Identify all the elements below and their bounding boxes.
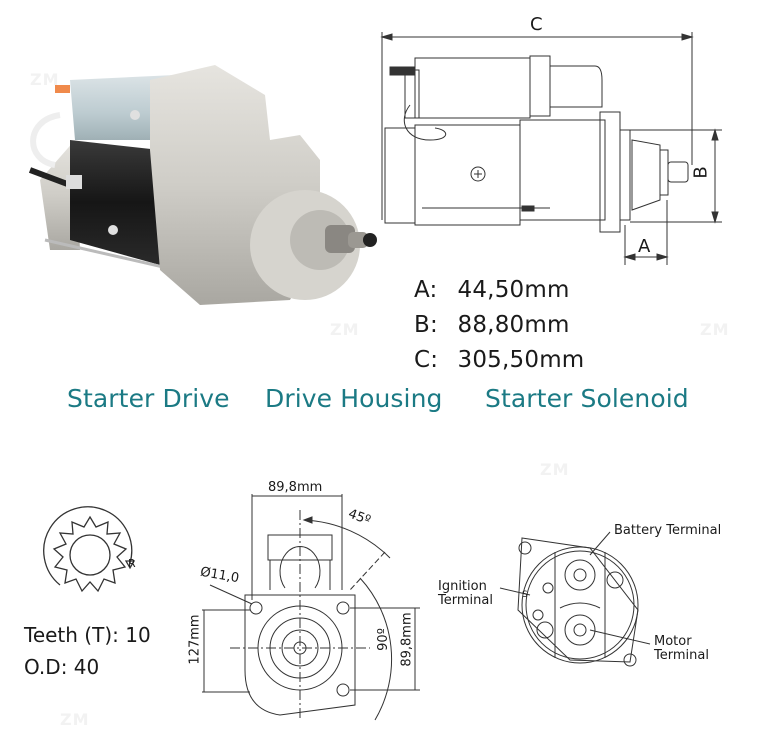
spec-key: C:: [414, 347, 439, 373]
dimension-b-label: B: [690, 166, 712, 179]
category-drive-housing: Drive Housing: [265, 384, 443, 413]
solenoid-terminal-drawing: [499, 531, 651, 667]
motor-terminal-label: Motor Terminal: [654, 635, 709, 663]
spec-key: B:: [414, 312, 438, 338]
teeth-count: Teeth (T): 10: [24, 623, 151, 647]
dimension-a-label: A: [638, 236, 651, 257]
watermark: ZM: [60, 710, 90, 729]
ignition-line2: Terminal: [438, 593, 493, 608]
height-127-label: 127mm: [187, 614, 203, 665]
spec-c: C: 305,50mm: [414, 347, 584, 373]
watermark: ZM: [540, 460, 570, 479]
spec-a: A: 44,50mm: [414, 277, 570, 303]
s-terminal-mark: S: [522, 590, 528, 600]
battery-terminal-label: Battery Terminal: [614, 523, 722, 538]
watermark: ZM: [30, 70, 60, 89]
watermark: ZM: [330, 320, 360, 339]
category-starter-drive: Starter Drive: [67, 384, 230, 413]
dimension-c-label: C: [530, 14, 543, 35]
ignition-line1: Ignition: [438, 579, 487, 594]
motor-line1: Motor: [654, 634, 692, 649]
side-view-drawing: [380, 32, 722, 265]
spec-value: 44,50mm: [457, 277, 570, 303]
spacing-label: 89,8mm: [399, 612, 415, 667]
spec-value: 88,80mm: [457, 312, 570, 338]
spec-b: B: 88,80mm: [414, 312, 570, 338]
spec-key: A:: [414, 277, 438, 303]
angle-90-label: 90º: [375, 628, 391, 651]
rotation-label: R: [128, 557, 136, 570]
outer-diameter: O.D: 40: [24, 655, 100, 679]
watermark: ZM: [700, 320, 730, 339]
starter-motor-photo: [28, 65, 377, 305]
front-view-drawing: [202, 494, 420, 721]
category-starter-solenoid: Starter Solenoid: [485, 384, 689, 413]
motor-line2: Terminal: [654, 648, 709, 663]
ignition-terminal-label: Ignition Terminal: [438, 580, 493, 608]
gear-icon: [43, 506, 136, 593]
spec-value: 305,50mm: [457, 347, 585, 373]
front-width-label: 89,8mm: [268, 480, 323, 495]
